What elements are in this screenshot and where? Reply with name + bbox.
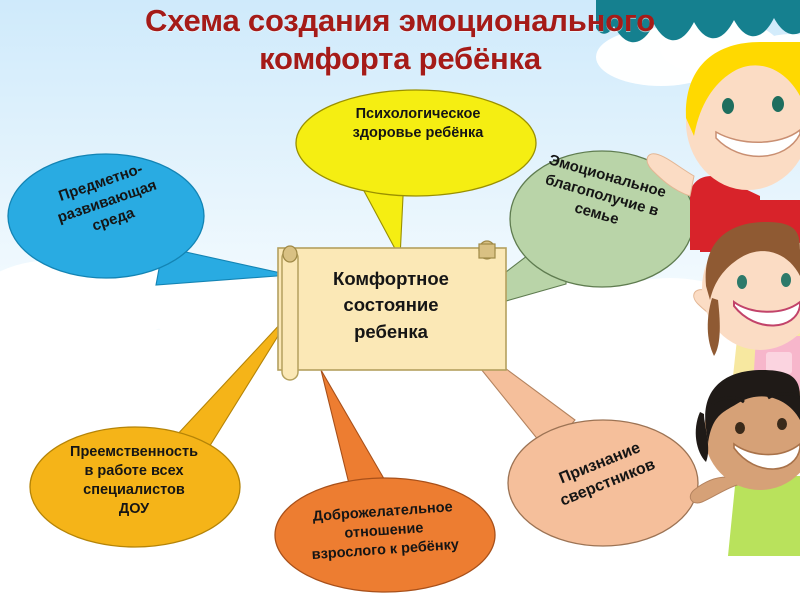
bubble-peer-recognition[interactable]	[507, 419, 699, 547]
umbrella-decoration	[596, 0, 800, 43]
bubble-developing-environment[interactable]	[7, 153, 205, 279]
bubble-benevolent-attitude[interactable]	[274, 477, 496, 593]
kid-dark-green-illustration	[689, 370, 800, 556]
bubble-psychological-health[interactable]	[295, 89, 537, 197]
bubble-specialist-continuity[interactable]	[29, 426, 241, 548]
page-title: Схема создания эмоционального комфорта р…	[145, 3, 655, 76]
center-scroll-box[interactable]	[277, 240, 507, 381]
connector-benevolent-attitude	[320, 369, 395, 497]
